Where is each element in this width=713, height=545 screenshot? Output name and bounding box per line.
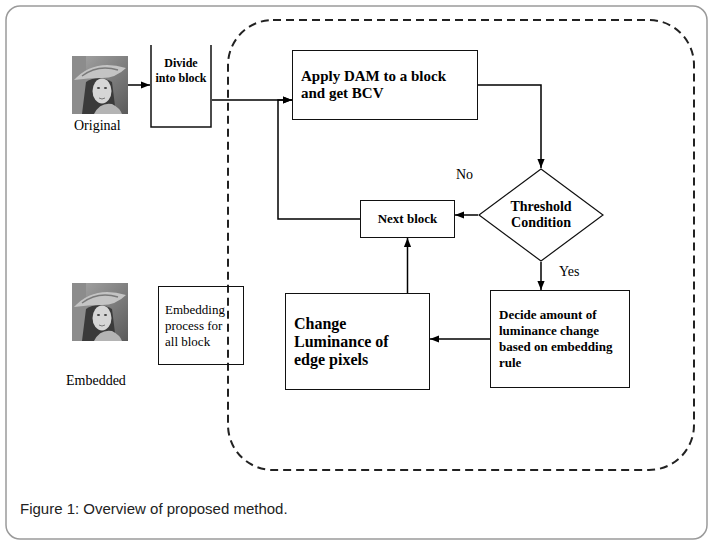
node-text: Threshold Condition	[502, 199, 580, 231]
flow-arrow	[128, 84, 150, 86]
node-text: Decide amount of luminance change based …	[499, 307, 621, 371]
image-node: Embedded	[72, 283, 128, 341]
flow-arrow	[278, 100, 360, 219]
image-label: Original	[74, 118, 121, 134]
process-box: Next block	[360, 200, 455, 238]
node-text: Change Luminance of edge pixels	[294, 315, 421, 369]
process-box: Apply DAM to a block and get BCV	[292, 50, 478, 120]
image-label: Embedded	[66, 373, 126, 389]
process-box: Change Luminance of edge pixels	[285, 293, 430, 390]
figure-frame	[6, 6, 707, 539]
edge-label: No	[454, 167, 475, 183]
diamond-line	[479, 169, 603, 261]
decision-diamond: Threshold Condition	[478, 168, 604, 262]
flow-arrow	[407, 238, 409, 293]
note-box: Embedding process for all block	[158, 286, 244, 365]
tray-line	[151, 45, 211, 127]
flow-arrow	[455, 214, 478, 216]
tray-box: Divide into block	[150, 45, 212, 128]
lena-image	[72, 283, 128, 341]
process-box: Decide amount of luminance change based …	[490, 290, 630, 388]
dashed-region	[228, 20, 694, 470]
flow-arrow	[478, 85, 541, 168]
node-text: Next block	[367, 211, 448, 227]
flow-arrow	[540, 262, 542, 290]
figure-caption: Figure 1: Overview of proposed method.	[20, 500, 288, 517]
node-text: Embedding process for all block	[165, 302, 237, 350]
image-node: Original	[72, 56, 128, 114]
node-text: Divide into block	[153, 56, 209, 86]
edge-label: Yes	[557, 264, 581, 280]
lena-image	[72, 56, 128, 114]
flow-arrow	[430, 338, 490, 340]
node-text: Apply DAM to a block and get BCV	[301, 68, 469, 102]
